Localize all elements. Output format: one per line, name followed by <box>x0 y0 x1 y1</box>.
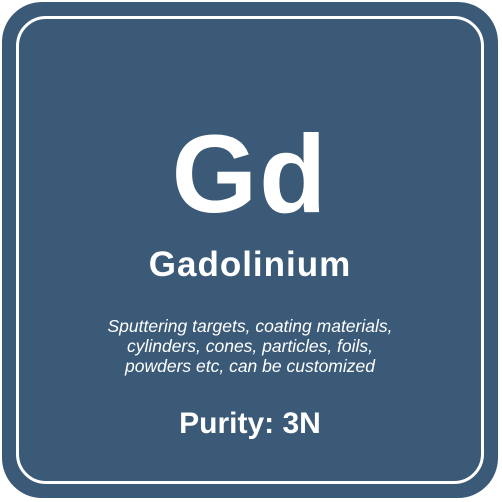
description-line: powders etc, can be customized <box>125 356 375 376</box>
tile-content: Gd Gadolinium Sputtering targets, coatin… <box>2 2 498 498</box>
element-name: Gadolinium <box>148 245 352 284</box>
element-tile: Gd Gadolinium Sputtering targets, coatin… <box>2 2 498 498</box>
purity-label: Purity: 3N <box>179 407 321 440</box>
description-line: Sputtering targets, coating materials, <box>107 316 393 336</box>
element-symbol: Gd <box>171 113 329 236</box>
description-line: cylinders, cones, particles, foils, <box>126 336 374 356</box>
inner-border <box>16 16 484 484</box>
product-description: Sputtering targets, coating materials, c… <box>42 316 458 376</box>
